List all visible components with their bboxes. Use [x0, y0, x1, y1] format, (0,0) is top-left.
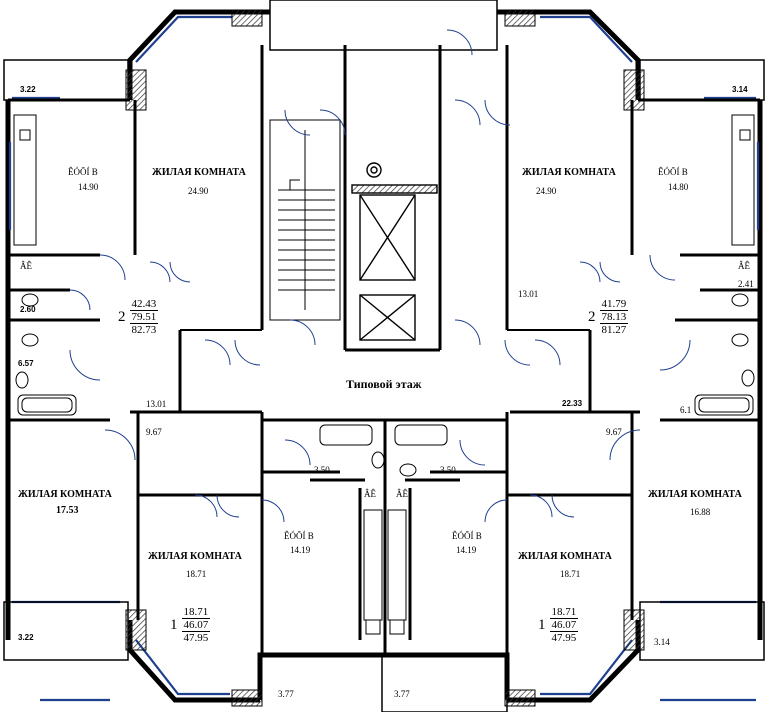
kitchen-label-top-right: ÊÓÕÍ B — [658, 167, 688, 177]
apartment-room-count: 2 — [118, 308, 126, 325]
doors — [69, 29, 691, 523]
apartment-summary-top-right: 2 41.79 78.13 81.27 — [588, 298, 629, 336]
room-label-right-living: ЖИЛАЯ КОМНАТА — [648, 489, 742, 500]
apartment-summary-bottom-left: 1 18.71 46.07 47.95 — [170, 606, 211, 644]
living-area: 41.79 — [599, 298, 629, 311]
room-label-left-living: ЖИЛАЯ КОМНАТА — [18, 489, 112, 500]
total-area-with-balcony: 47.95 — [183, 632, 209, 644]
total-area: 46.07 — [181, 619, 211, 632]
area-label: 3.22 — [20, 85, 36, 94]
living-area: 18.71 — [549, 606, 579, 619]
wc-label-bottom-left: ÂÊ — [364, 489, 376, 499]
wc-label-top-right: ÂÊ — [738, 261, 750, 271]
kitchen-label-top-left: ÊÓÕÍ B — [68, 167, 98, 177]
kitchen-label-bottom-right: ÊÓÕÍ B — [452, 531, 482, 541]
kitchen-label-bottom-left: ÊÓÕÍ B — [284, 531, 314, 541]
wc-label-top-left: ÂÊ — [20, 261, 32, 271]
area-bottom-left-kitchen: 14.19 — [290, 545, 311, 555]
apartment-room-count: 1 — [538, 616, 546, 633]
area-right-living: 16.88 — [690, 507, 711, 517]
area-label: 3.14 — [732, 85, 748, 94]
living-area: 18.71 — [181, 606, 211, 619]
wc-label-bottom-right: ÂÊ — [396, 489, 408, 499]
total-area-with-balcony: 81.27 — [601, 324, 627, 336]
area-top-left-living: 24.90 — [188, 186, 209, 196]
room-label-top-right-living: ЖИЛАЯ КОМНАТА — [522, 167, 616, 178]
total-area: 78.13 — [599, 311, 629, 324]
room-label-bottom-right-living: ЖИЛАЯ КОМНАТА — [518, 551, 612, 562]
fixtures — [13, 114, 755, 635]
area-top-right-living: 24.90 — [536, 186, 557, 196]
area-label: 3.77 — [394, 689, 410, 699]
total-area: 46.07 — [549, 619, 579, 632]
area-top-left-kitchen: 14.90 — [78, 182, 99, 192]
area-label: 9.67 — [606, 427, 622, 437]
apartment-summary-bottom-right: 1 18.71 46.07 47.95 — [538, 606, 579, 644]
area-label: 3.14 — [654, 637, 670, 647]
area-label: 6.1 — [680, 405, 692, 415]
area-label: 6.57 — [18, 359, 34, 368]
elevators — [351, 162, 438, 341]
interior-walls — [8, 45, 760, 655]
room-label-top-left-living: ЖИЛАЯ КОМНАТА — [152, 167, 246, 178]
room-label-bottom-left-living: ЖИЛАЯ КОМНАТА — [148, 551, 242, 562]
apartment-room-count: 2 — [588, 308, 596, 325]
area-label: 3.22 — [18, 633, 34, 642]
area-label: 9.67 — [146, 427, 162, 437]
apartment-areas: 18.71 46.07 47.95 — [549, 606, 579, 644]
area-label: 3.50 — [440, 465, 456, 475]
total-area-with-balcony: 82.73 — [131, 324, 157, 336]
area-bottom-left-living: 18.71 — [186, 569, 207, 579]
living-area: 42.43 — [129, 298, 159, 311]
area-label: 13.01 — [146, 399, 167, 409]
floor-title: Типовой этаж — [346, 377, 422, 391]
apartment-areas: 18.71 46.07 47.95 — [181, 606, 211, 644]
apartment-areas: 42.43 79.51 82.73 — [129, 298, 159, 336]
total-area-with-balcony: 47.95 — [551, 632, 577, 644]
area-bottom-right-kitchen: 14.19 — [456, 545, 477, 555]
stair — [269, 119, 341, 321]
apartment-room-count: 1 — [170, 616, 178, 633]
area-label: 2.60 — [20, 305, 36, 314]
area-label: 13.01 — [518, 289, 539, 299]
area-bottom-right-living: 18.71 — [560, 569, 581, 579]
apartment-areas: 41.79 78.13 81.27 — [599, 298, 629, 336]
total-area: 79.51 — [129, 311, 159, 324]
area-label: 22.33 — [562, 399, 583, 408]
area-label: 2.41 — [738, 279, 754, 289]
area-left-living: 17.53 — [56, 505, 79, 516]
apartment-summary-top-left: 2 42.43 79.51 82.73 — [118, 298, 159, 336]
area-label: 3.77 — [278, 689, 294, 699]
area-label: 3.50 — [314, 465, 330, 475]
area-top-right-kitchen: 14.80 — [668, 182, 689, 192]
